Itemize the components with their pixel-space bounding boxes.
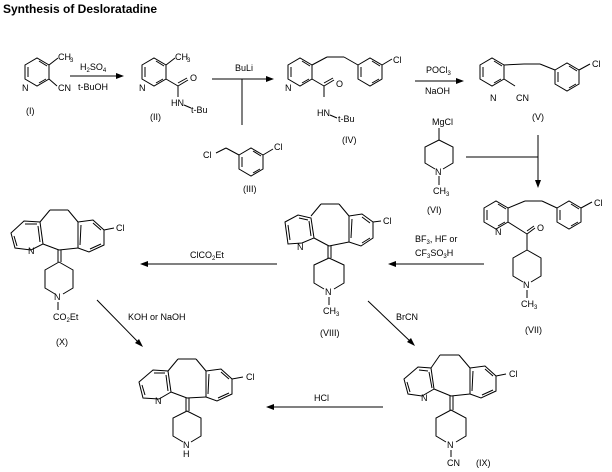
pyridine-n: N xyxy=(490,93,497,103)
piperidine-n: N xyxy=(325,287,332,297)
ch3-group: CH3 xyxy=(323,306,340,318)
reaction-arrow-1: H2SO4 t-BuOH xyxy=(70,62,124,92)
compound-label-iii: (III) xyxy=(243,184,257,194)
aryl-cl: Cl xyxy=(274,142,283,152)
aryl-cl: Cl xyxy=(246,372,255,382)
compound-label-viii: (VIII) xyxy=(320,328,340,338)
compound-i: CH 3 CN N (I) xyxy=(22,52,74,116)
compound-ii: CH 3 O HN t-Bu N (II) xyxy=(139,52,208,122)
compound-label-vi: (VI) xyxy=(427,205,442,215)
compound-label-x: (X) xyxy=(56,337,68,347)
reaction-arrow-6: ClCO2Et xyxy=(140,250,277,267)
piperidine-n: N xyxy=(447,440,454,450)
compound-label-v: (V) xyxy=(532,112,544,122)
reagent-hcl: HCl xyxy=(314,393,329,403)
compound-vi: MgCl N CH3 (VI) xyxy=(424,117,454,215)
carbonyl-o: O xyxy=(190,73,197,83)
reagent-brcn: BrCN xyxy=(396,312,418,322)
pyridine-n: N xyxy=(421,393,428,403)
chloromethyl-cl: Cl xyxy=(203,150,212,160)
reagent-naoh: NaOH xyxy=(425,86,450,96)
reaction-arrow-3: POCl3 NaOH xyxy=(415,65,464,96)
ch3-group: CH xyxy=(175,52,188,62)
ch3-group: CH3 xyxy=(433,186,450,198)
aryl-cl: Cl xyxy=(393,55,402,65)
cn-group: CN xyxy=(516,93,529,103)
amine-h: H xyxy=(183,449,190,459)
pyridine-n: N xyxy=(28,246,35,256)
pyridine-n: N xyxy=(285,83,292,93)
page-title: Synthesis of Desloratadine xyxy=(3,2,158,16)
aryl-cl: Cl xyxy=(594,198,603,208)
compound-ix: Cl N CN (IX) N xyxy=(403,354,518,468)
pyridine-n: N xyxy=(297,242,304,252)
compound-desloratadine: Cl N H N xyxy=(138,358,255,459)
reagent-koh-naoh: KOH or NaOH xyxy=(128,312,186,322)
reagent-pocl3: POCl3 xyxy=(426,65,452,77)
compound-vii: Cl O N CH3 N (VII) xyxy=(483,198,603,335)
reagent-h2so4: H2SO4 xyxy=(80,62,107,74)
pyridine-n: N xyxy=(495,227,502,237)
reaction-arrow-8: KOH or NaOH xyxy=(96,299,186,347)
reaction-arrow-9: HCl xyxy=(266,393,383,410)
subscript: 3 xyxy=(187,58,191,64)
cn-group: CN xyxy=(58,83,71,93)
compound-label-vii: (VII) xyxy=(525,325,542,335)
reagent-cf3so3h: CF3SO3H xyxy=(415,248,453,260)
reagent-chloroformate: ClCO2Et xyxy=(190,250,224,262)
compound-label-i: (I) xyxy=(26,106,35,116)
carbonyl-o: O xyxy=(336,79,343,89)
compound-viii: Cl N CH3 N (VIII) xyxy=(284,203,392,338)
pyridine-n: N xyxy=(155,396,162,406)
pyridine-n: N xyxy=(22,83,29,93)
co2et-group: CO2Et xyxy=(53,312,79,324)
compound-label-ii: (II) xyxy=(150,112,161,122)
reagent-tbuoh: t-BuOH xyxy=(78,82,108,92)
cyano-group: CN xyxy=(447,458,460,468)
aryl-cl: Cl xyxy=(509,369,518,379)
carbonyl-o: O xyxy=(537,223,544,233)
reagent-buli: BuLi xyxy=(235,63,253,73)
tbu-group: t-Bu xyxy=(191,105,208,115)
reaction-arrow-7: BrCN xyxy=(367,300,418,346)
tbu-group: t-Bu xyxy=(338,114,355,124)
compound-label-ix: (IX) xyxy=(476,458,491,468)
piperidine-nh: N xyxy=(183,440,190,450)
aryl-cl: Cl xyxy=(592,59,601,69)
piperidine-n: N xyxy=(54,292,61,302)
compound-label-iv: (IV) xyxy=(342,135,357,145)
compound-v: Cl CN N (V) xyxy=(479,57,601,122)
mgcl-group: MgCl xyxy=(432,117,453,127)
ch3-group: CH3 xyxy=(521,299,538,311)
amide-hn: HN xyxy=(171,98,184,108)
reaction-arrow-2: BuLi xyxy=(212,63,274,125)
amide-hn: HN xyxy=(317,108,330,118)
reaction-arrow-4 xyxy=(466,135,541,188)
aryl-cl: Cl xyxy=(116,223,125,233)
reaction-arrow-5: BF3, HF or CF3SO3H xyxy=(388,234,484,267)
compound-x: Cl N CO2Et N (X) xyxy=(10,209,125,347)
subscript: 3 xyxy=(70,58,74,64)
piperidine-n: N xyxy=(523,280,530,290)
ch3-group: CH xyxy=(58,52,71,62)
compound-iv: Cl O HN t-Bu N (IV) xyxy=(285,55,402,145)
piperidine-n: N xyxy=(435,167,442,177)
reagent-bf3-hf: BF3, HF or xyxy=(415,234,457,246)
aryl-cl: Cl xyxy=(383,216,392,226)
pyridine-n: N xyxy=(139,83,146,93)
compound-iii: Cl Cl (III) xyxy=(203,142,283,194)
